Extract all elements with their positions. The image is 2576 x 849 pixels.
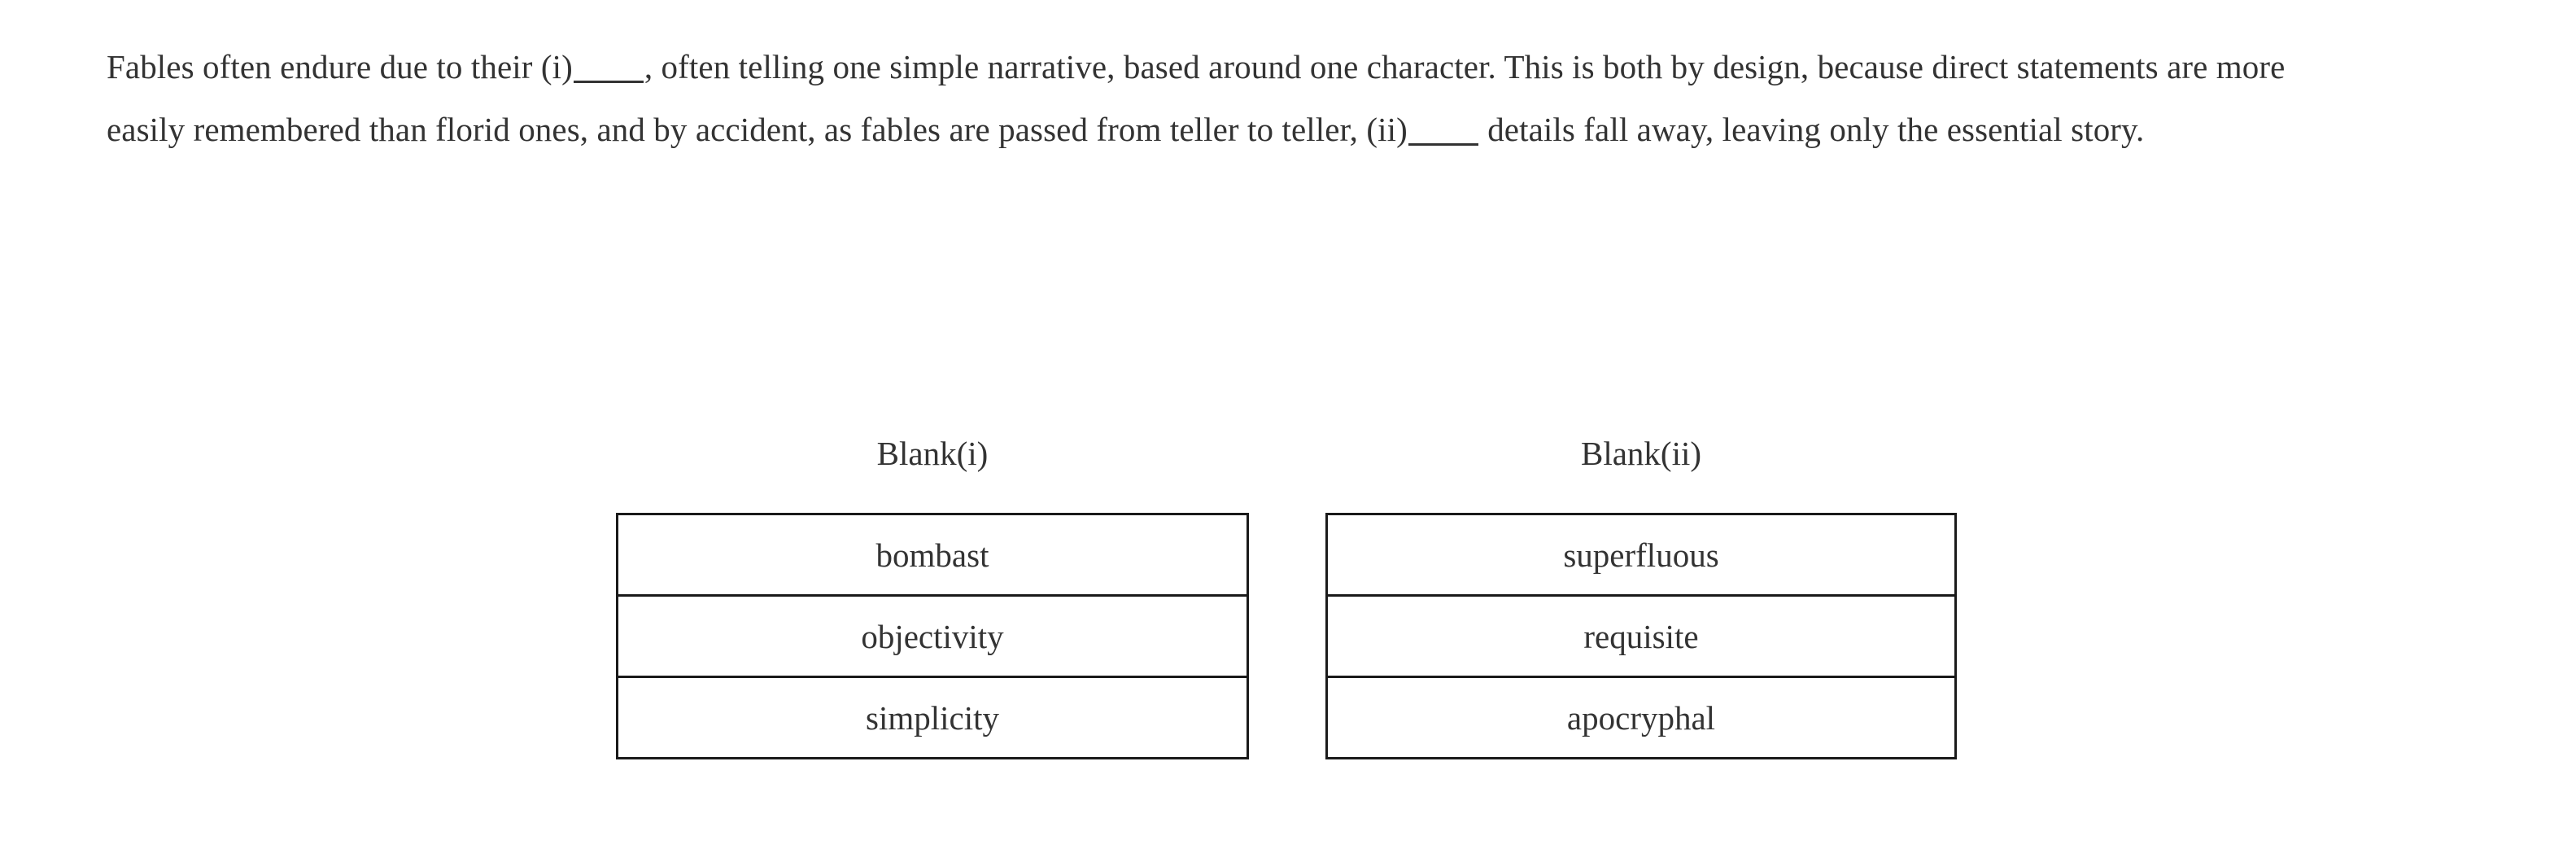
blank-ii-option-2[interactable]: requisite: [1325, 594, 1957, 678]
table-row: bombast: [616, 513, 1249, 597]
blank-i-option-2[interactable]: objectivity: [616, 594, 1249, 678]
table-row: apocryphal: [1325, 676, 1957, 759]
blank-i-choice-table: bombast objectivity simplicity: [616, 513, 1249, 759]
table-row: superfluous: [1325, 513, 1957, 597]
blank-i-inline: [573, 81, 644, 83]
passage-segment-3: details fall away, leaving only the esse…: [1478, 111, 2145, 148]
blank-group-ii: Blank(ii) superfluous requisite apocryph…: [1325, 434, 1957, 759]
blank-ii-inline: [1408, 143, 1478, 146]
blank-i-option-3[interactable]: simplicity: [616, 676, 1249, 759]
passage-segment-1: Fables often endure due to their (i): [107, 48, 573, 85]
table-row: objectivity: [616, 594, 1249, 678]
blank-ii-option-3[interactable]: apocryphal: [1325, 676, 1957, 759]
blank-i-option-1[interactable]: bombast: [616, 513, 1249, 597]
table-row: simplicity: [616, 676, 1249, 759]
blank-ii-choice-table: superfluous requisite apocryphal: [1325, 513, 1957, 759]
blank-group-i: Blank(i) bombast objectivity simplicity: [616, 434, 1249, 759]
passage-segment-2: , often telling one simple narrative, ba…: [107, 48, 2286, 148]
blank-i-heading: Blank(i): [876, 435, 989, 472]
passage-text: Fables often endure due to their (i), of…: [107, 36, 2352, 161]
table-row: requisite: [1325, 594, 1957, 678]
blank-ii-heading: Blank(ii): [1580, 435, 1702, 472]
blank-ii-option-1[interactable]: superfluous: [1325, 513, 1957, 597]
